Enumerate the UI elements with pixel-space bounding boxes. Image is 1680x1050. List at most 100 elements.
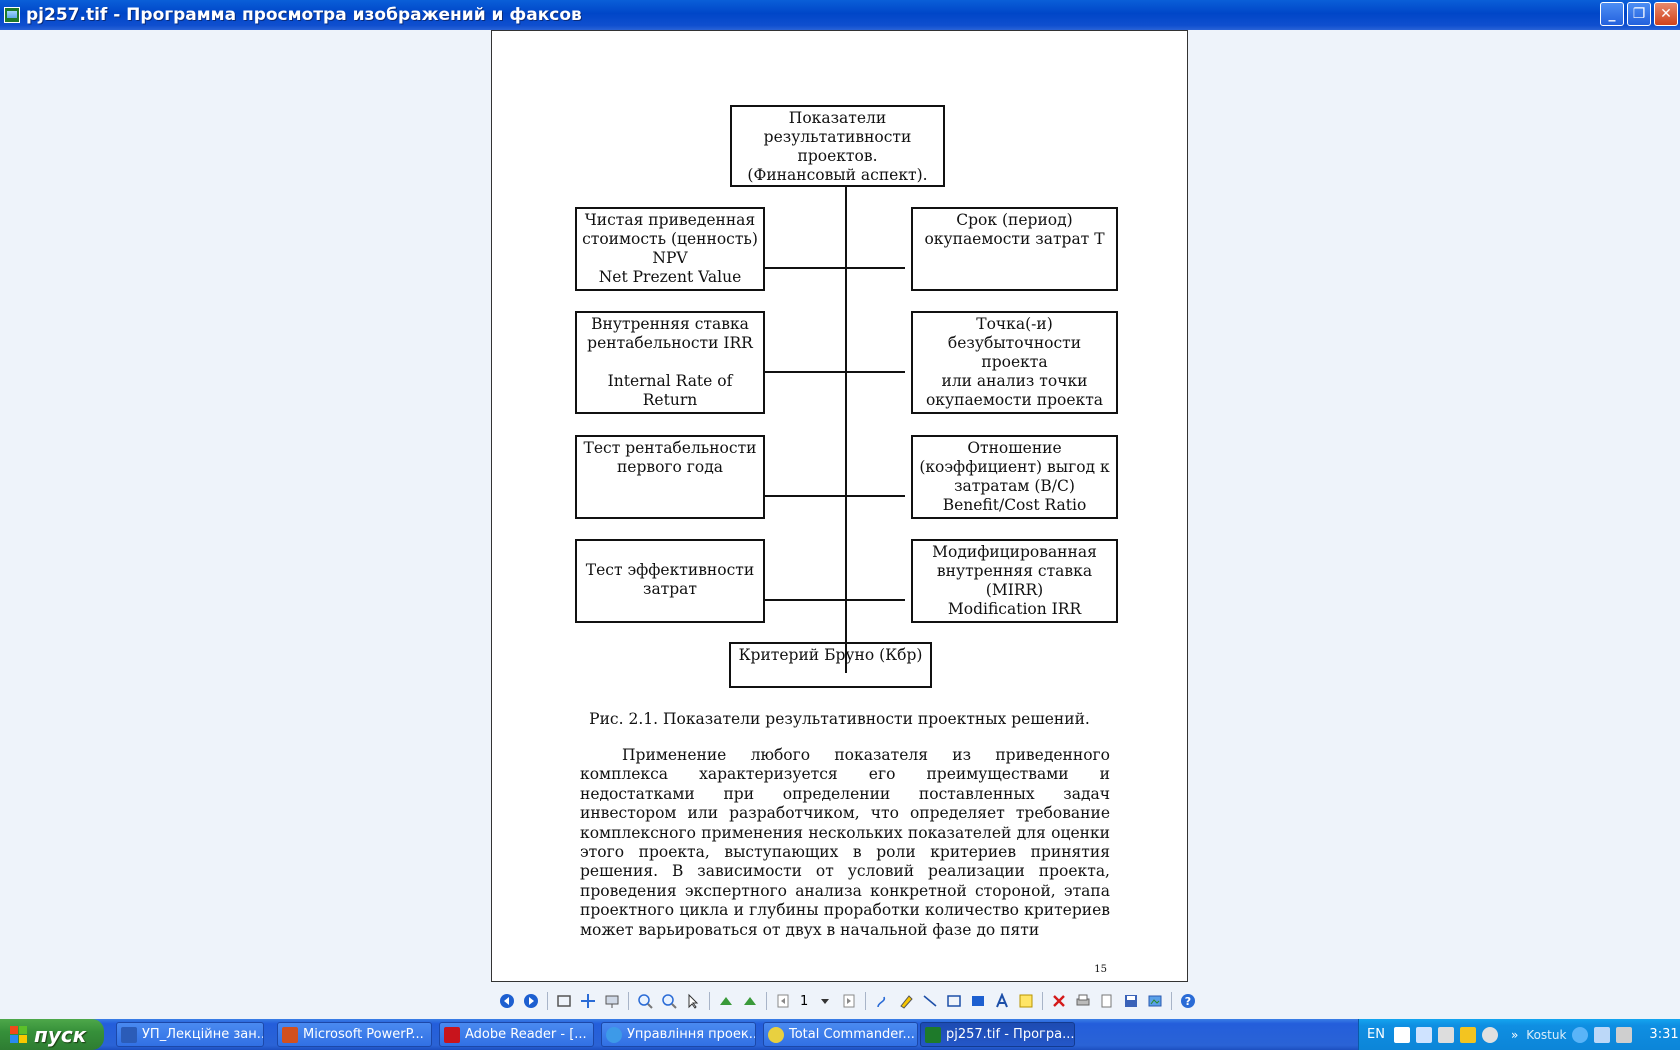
diagram-box-bruno-text: Критерий Бруно (Кбр)	[738, 646, 923, 664]
diagram-box-mirr: Модифицированная внутренняя ставка (MIRR…	[911, 539, 1118, 623]
shield-tray-icon[interactable]	[1481, 1026, 1498, 1043]
text-button[interactable]	[992, 991, 1012, 1011]
taskbar-item-adobe-reader[interactable]: Adobe Reader - [...	[439, 1022, 594, 1047]
highlighter-button[interactable]	[896, 991, 916, 1011]
network-tray-icon[interactable]	[1415, 1026, 1432, 1043]
highlighter-icon	[900, 995, 913, 1009]
next-image-button[interactable]	[521, 991, 541, 1011]
taskbar-item-total-commander[interactable]: Total Commander...	[763, 1022, 918, 1047]
viewer-toolbar: 1 ?	[497, 990, 1198, 1012]
filled-rectangle-button[interactable]	[968, 991, 988, 1011]
diagram-box-payback: Срок (период) окупаемости затрат T	[911, 207, 1118, 291]
copy-button[interactable]	[1097, 991, 1117, 1011]
pointer-button[interactable]	[683, 991, 703, 1011]
toolbar-separator	[865, 992, 867, 1010]
clock[interactable]: 3:31	[1649, 1027, 1679, 1042]
body-paragraph: Применение любого показателя из приведен…	[580, 746, 1110, 939]
freehand-icon	[877, 996, 886, 1008]
toolbar-separator	[709, 992, 710, 1010]
diagram-box-bc-ratio: Отношение (коэффициент) выгод к затратам…	[911, 435, 1118, 519]
text-icon	[996, 993, 1009, 1008]
internet-explorer-icon	[606, 1026, 622, 1043]
connector-row4	[763, 599, 905, 601]
page-number-field[interactable]: 1	[800, 993, 809, 1009]
diagram-box-payback-text: Срок (период) окупаемости затрат T	[924, 211, 1105, 248]
tray-expand-icon[interactable]: »	[1510, 1027, 1519, 1042]
diagram-root-text: Показатели результативности проектов. (Ф…	[747, 109, 928, 184]
image-viewer-icon	[4, 7, 20, 23]
taskbar-item-label: УП_Лекційне зан...	[142, 1027, 264, 1042]
open-with-icon	[1148, 995, 1162, 1007]
line-button[interactable]	[920, 991, 940, 1011]
help-tray-icon[interactable]	[1393, 1026, 1410, 1043]
taskbar-item-image-viewer[interactable]: pj257.tif - Програ...	[920, 1022, 1075, 1047]
taskbar-item-label: Microsoft PowerP...	[303, 1027, 424, 1042]
zoom-in-button[interactable]	[635, 991, 655, 1011]
printer-tray-icon[interactable]	[1437, 1026, 1454, 1043]
rotate-ccw-button[interactable]	[740, 991, 760, 1011]
next-image-icon	[524, 994, 538, 1008]
actual-size-icon	[581, 994, 595, 1008]
display-tray-icon[interactable]	[1594, 1026, 1611, 1043]
save-button[interactable]	[1121, 991, 1141, 1011]
diagram-box-mirr-text: Модифицированная внутренняя ставка (MIRR…	[932, 543, 1097, 618]
figure-caption: Рис. 2.1. Показатели результативности пр…	[589, 710, 1090, 728]
rotate-cw-icon	[720, 997, 732, 1005]
system-tray: EN » Kostuk 3:31	[1358, 1019, 1680, 1050]
pointer-icon	[688, 993, 699, 1009]
taskbar-item-powerpoint[interactable]: Microsoft PowerP...	[277, 1022, 432, 1047]
page-number: 15	[1094, 964, 1107, 975]
print-button[interactable]	[1073, 991, 1093, 1011]
note-button[interactable]	[1016, 991, 1036, 1011]
toolbar-separator	[766, 992, 767, 1010]
page-dropdown-button[interactable]	[815, 991, 835, 1011]
pen-tray-icon[interactable]	[1459, 1026, 1476, 1043]
windows-logo-icon	[10, 1025, 28, 1044]
connector-row2	[763, 371, 905, 373]
minimize-button[interactable]: _	[1600, 2, 1624, 26]
page-dropdown-icon	[821, 999, 830, 1004]
freehand-button[interactable]	[872, 991, 892, 1011]
diagram-box-cost-effectiveness: Тест эффективности затрат	[575, 539, 765, 623]
open-with-button[interactable]	[1145, 991, 1165, 1011]
rotate-ccw-icon	[744, 997, 756, 1005]
taskbar-item-word[interactable]: УП_Лекційне зан...	[116, 1022, 264, 1047]
close-icon: ✕	[1660, 6, 1672, 22]
save-icon	[1125, 995, 1138, 1007]
window-title: pj257.tif - Программа просмотра изображе…	[26, 5, 582, 25]
slideshow-button[interactable]	[602, 991, 622, 1011]
zoom-in-icon	[638, 994, 653, 1009]
actual-size-button[interactable]	[578, 991, 598, 1011]
line-icon	[923, 995, 937, 1007]
chevron-left-icon[interactable]	[1572, 1026, 1589, 1043]
document-page: Показатели результативности проектов. (Ф…	[491, 30, 1188, 982]
zoom-out-icon	[662, 994, 677, 1009]
prev-page-button[interactable]	[773, 991, 793, 1011]
start-label: пуск	[34, 1022, 87, 1047]
title-bar: pj257.tif - Программа просмотра изображе…	[0, 0, 1680, 30]
prev-image-button[interactable]	[497, 991, 517, 1011]
zoom-out-button[interactable]	[659, 991, 679, 1011]
delete-button[interactable]	[1049, 991, 1069, 1011]
rotate-cw-button[interactable]	[716, 991, 736, 1011]
volume-tray-icon[interactable]	[1616, 1026, 1633, 1043]
restore-button[interactable]: ❐	[1627, 2, 1651, 26]
filled-rectangle-icon	[972, 996, 985, 1006]
prev-page-icon	[777, 994, 789, 1008]
taskbar-item-internet-explorer[interactable]: Управління проек...	[601, 1022, 756, 1047]
start-button[interactable]: пуск	[0, 1019, 104, 1050]
next-page-icon	[843, 994, 855, 1008]
best-fit-button[interactable]	[554, 991, 574, 1011]
rectangle-button[interactable]	[944, 991, 964, 1011]
diagram-box-first-year-test-text: Тест рентабельности первого года	[583, 439, 757, 476]
close-button[interactable]: ✕	[1654, 2, 1678, 26]
taskbar-item-label: Total Commander...	[789, 1027, 915, 1042]
language-indicator[interactable]: EN	[1367, 1027, 1385, 1042]
diagram-box-bc-ratio-text: Отношение (коэффициент) выгод к затратам…	[919, 439, 1110, 514]
toolbar-separator	[628, 992, 629, 1010]
best-fit-icon	[557, 995, 571, 1007]
next-page-button[interactable]	[839, 991, 859, 1011]
help-button[interactable]: ?	[1178, 991, 1198, 1011]
diagram-trunk-line	[845, 186, 847, 673]
window-controls: _ ❐ ✕	[1600, 2, 1678, 26]
